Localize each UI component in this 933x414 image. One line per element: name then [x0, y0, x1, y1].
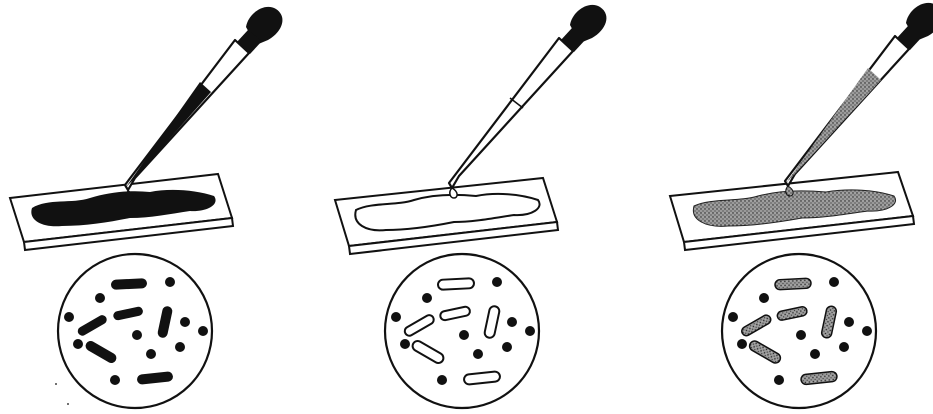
panel-dark [10, 7, 282, 408]
dropper-icon [125, 7, 282, 200]
microscope-view-icon [722, 254, 876, 408]
slide-icon [10, 174, 233, 250]
panel-clear [335, 5, 606, 408]
dropper-icon [785, 3, 933, 196]
panel-stippled [670, 3, 933, 408]
speck [67, 403, 69, 405]
slide-icon [335, 178, 558, 254]
microscope-view-icon [385, 254, 539, 408]
speck [55, 383, 57, 385]
microscope-view-icon [58, 254, 212, 408]
slide-icon [670, 172, 914, 250]
dropper-icon [449, 5, 606, 198]
